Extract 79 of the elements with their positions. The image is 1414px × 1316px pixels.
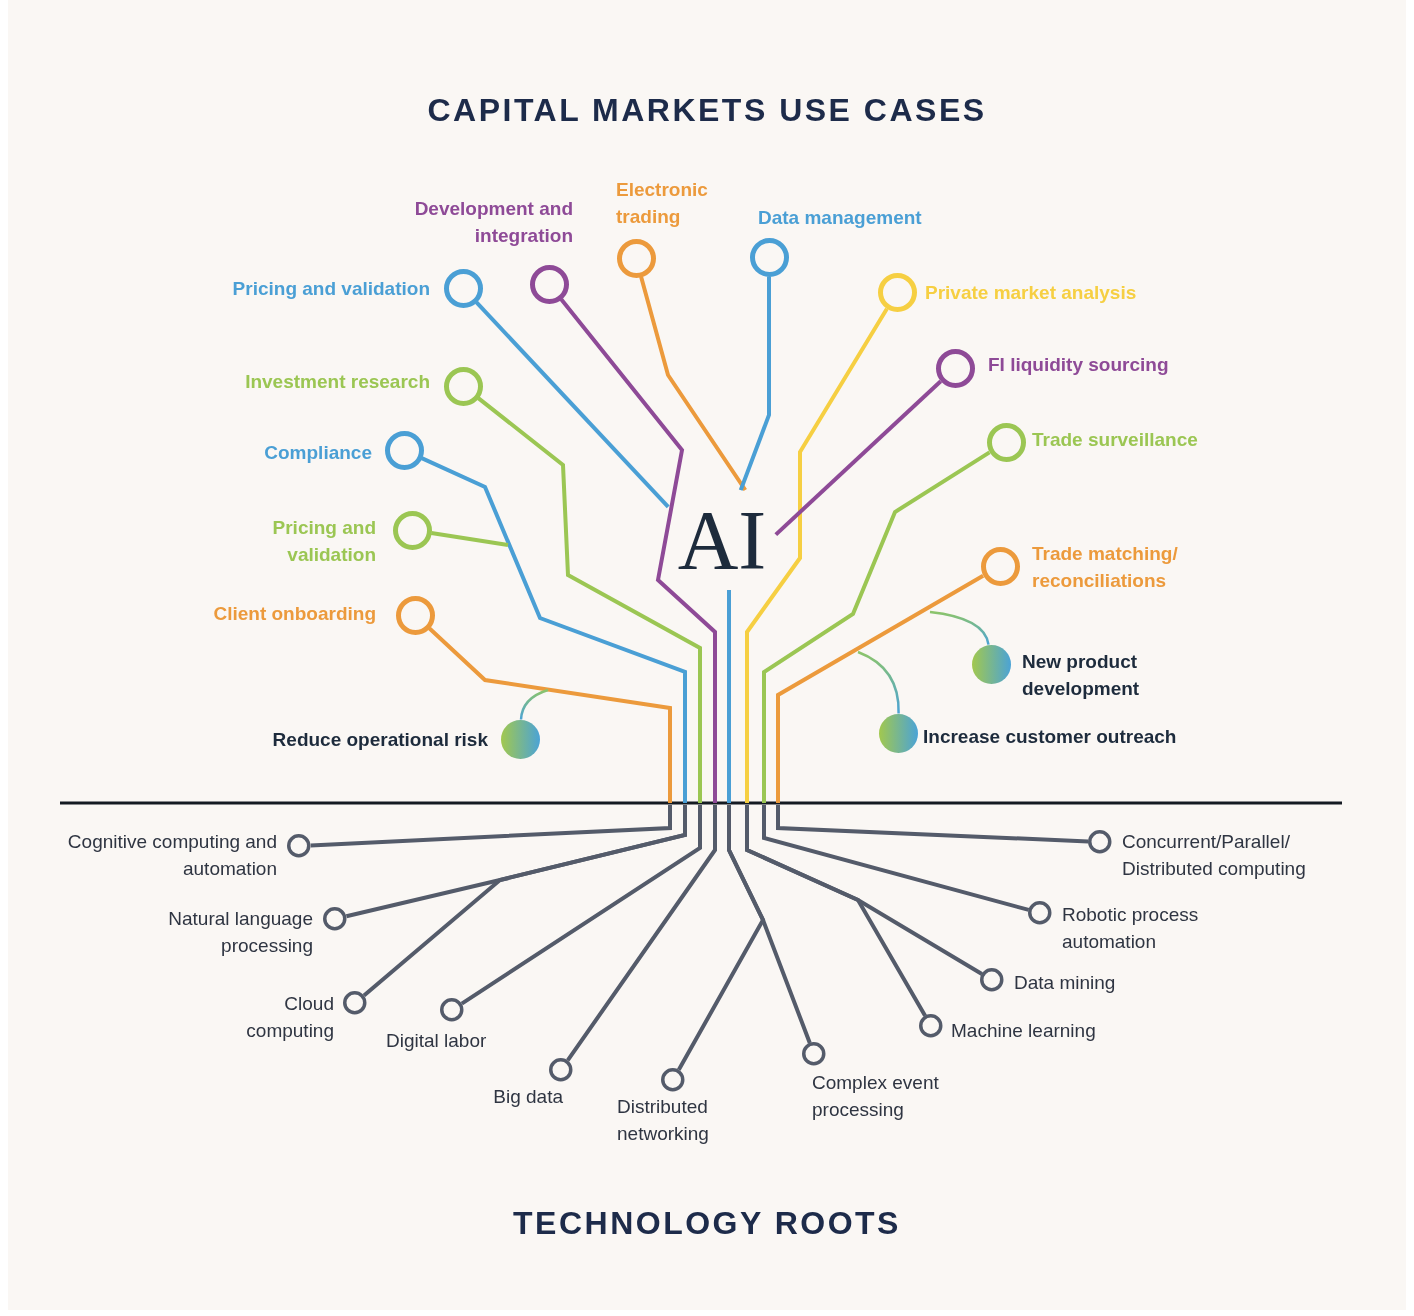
- root-line: [745, 805, 927, 1017]
- ring-marker: [1028, 901, 1052, 925]
- branch-line: [738, 276, 771, 491]
- ring-marker: [384, 430, 424, 470]
- connector-line: [929, 610, 990, 645]
- branch-line: [477, 396, 702, 803]
- root-line: [566, 805, 717, 1062]
- use-case-label: Client onboarding: [212, 601, 376, 626]
- ring-marker: [980, 546, 1020, 586]
- branch-line: [427, 626, 672, 803]
- root-line: [776, 805, 1089, 844]
- ring-marker: [529, 264, 569, 304]
- technology-label: Big data: [492, 1084, 563, 1109]
- ring-marker: [919, 1014, 943, 1038]
- use-case-label: Compliance: [263, 440, 372, 465]
- connector-line: [857, 650, 900, 714]
- root-line: [362, 805, 687, 997]
- use-case-label: Trade surveillance: [1032, 427, 1199, 452]
- technology-label: Distributed networking: [617, 1095, 710, 1146]
- branch-line: [727, 590, 731, 803]
- use-case-label: Private market analysis: [925, 280, 1138, 305]
- use-case-label: Data management: [758, 205, 923, 230]
- ring-marker: [935, 348, 975, 388]
- technology-label: Natural language processing: [167, 907, 313, 958]
- branch-line: [776, 574, 985, 803]
- ring-marker: [392, 510, 432, 550]
- ring-marker: [343, 991, 367, 1015]
- technology-label: Cloud computing: [245, 992, 334, 1043]
- ring-marker: [323, 907, 347, 931]
- ring-marker: [440, 998, 464, 1022]
- ring-marker: [443, 366, 483, 406]
- ring-marker: [616, 238, 656, 278]
- technology-label: Complex event processing: [812, 1071, 940, 1122]
- technology-label: Robotic process automation: [1062, 903, 1200, 954]
- root-line: [310, 805, 672, 848]
- section-heading: TECHNOLOGY ROOTS: [512, 1205, 902, 1242]
- outcome-label: New product development: [1022, 650, 1141, 701]
- branch-line: [474, 300, 670, 509]
- connector-line: [519, 688, 549, 720]
- ring-marker: [802, 1042, 826, 1066]
- gradient-dot: [500, 719, 540, 759]
- use-case-label: Pricing and validation: [271, 516, 376, 567]
- use-case-label: Investment research: [244, 369, 430, 394]
- ring-marker: [980, 968, 1004, 992]
- use-case-label: Trade matching/ reconciliations: [1032, 542, 1179, 593]
- ring-marker: [395, 595, 435, 635]
- gradient-dot: [971, 644, 1011, 684]
- diagram-title: CAPITAL MARKETS USE CASES: [426, 92, 988, 129]
- ring-marker: [1088, 830, 1112, 854]
- ring-marker: [549, 1058, 573, 1082]
- branch-line: [639, 276, 747, 492]
- ring-marker: [287, 834, 311, 858]
- ring-marker: [877, 272, 917, 312]
- use-case-label: Development and integration: [413, 197, 573, 248]
- outcome-label: Reduce operational risk: [271, 727, 488, 752]
- branch-line: [431, 531, 509, 547]
- technology-label: Cognitive computing and automation: [66, 830, 277, 881]
- technology-label: Concurrent/Parallel/ Distributed computing: [1122, 830, 1307, 881]
- technology-label: Data mining: [1014, 970, 1117, 995]
- root-line: [762, 805, 1030, 912]
- branch-line: [559, 297, 717, 803]
- technology-label: Machine learning: [951, 1018, 1097, 1043]
- use-case-label: Electronic trading: [616, 178, 709, 229]
- ring-marker: [661, 1068, 685, 1092]
- use-case-label: Pricing and validation: [231, 276, 430, 301]
- outcome-label: Increase customer outreach: [923, 724, 1178, 749]
- root-line: [677, 805, 766, 1071]
- ring-marker: [749, 237, 789, 277]
- ring-marker: [443, 268, 483, 308]
- ring-marker: [986, 422, 1026, 462]
- root-line: [460, 805, 702, 1006]
- technology-label: Digital labor: [386, 1028, 488, 1053]
- branch-line: [420, 456, 687, 803]
- branch-line: [774, 379, 943, 537]
- use-case-label: FI liquidity sourcing: [988, 352, 1170, 377]
- ai-label: AI: [668, 490, 776, 590]
- branch-line: [762, 450, 991, 803]
- branch-line: [745, 307, 889, 803]
- gradient-dot: [878, 713, 918, 753]
